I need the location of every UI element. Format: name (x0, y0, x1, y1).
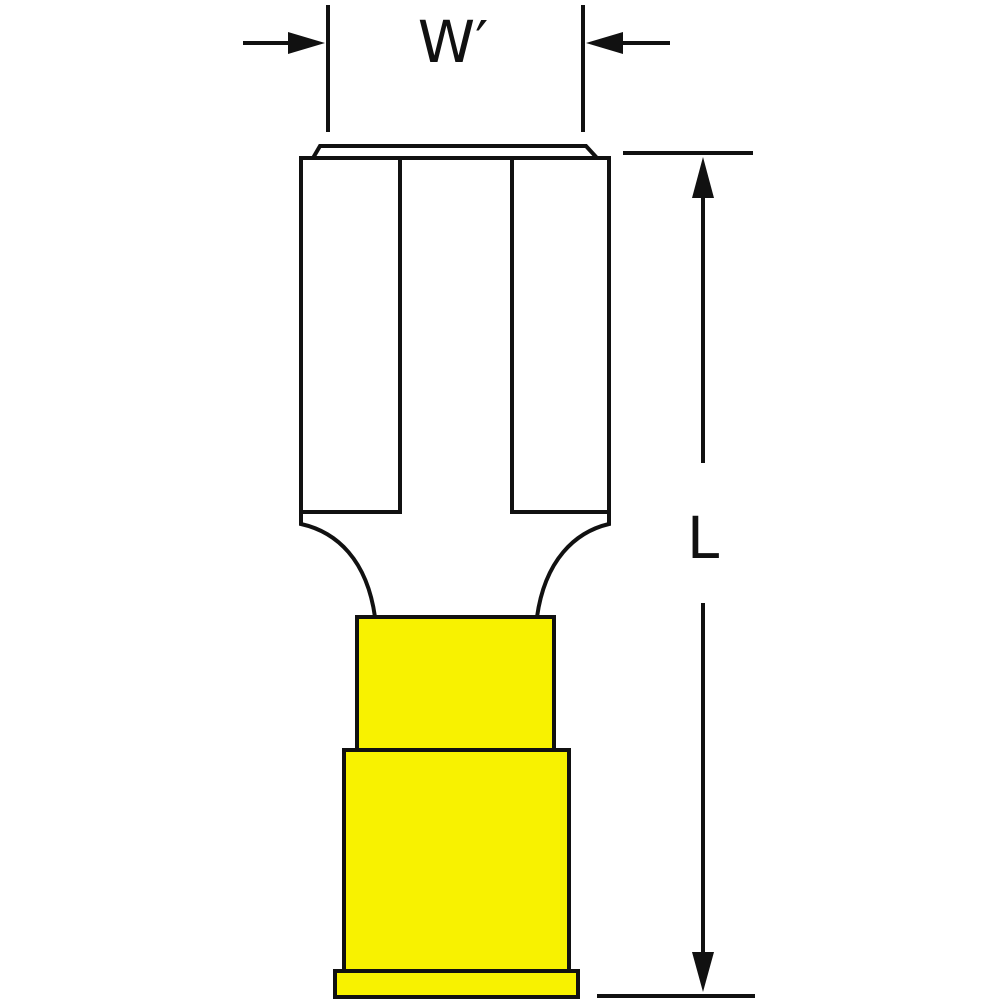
terminal-right-prong (510, 156, 611, 514)
terminal-metal-body (299, 144, 611, 619)
length-arrow-up-icon (692, 157, 714, 463)
width-dimension: W′ (243, 5, 670, 132)
length-arrow-down-icon (692, 603, 714, 992)
length-label: L (687, 504, 719, 572)
insulation-upper-sleeve (355, 615, 556, 752)
length-dimension: L (597, 151, 755, 998)
width-arrow-right-icon (586, 32, 670, 54)
insulation-bottom-band (333, 969, 580, 999)
insulation-sleeve (333, 615, 580, 999)
width-arrow-left-icon (243, 32, 325, 54)
insulation-main-sleeve (342, 748, 571, 973)
width-label: W′ (418, 8, 489, 76)
terminal-left-prong (299, 156, 402, 514)
